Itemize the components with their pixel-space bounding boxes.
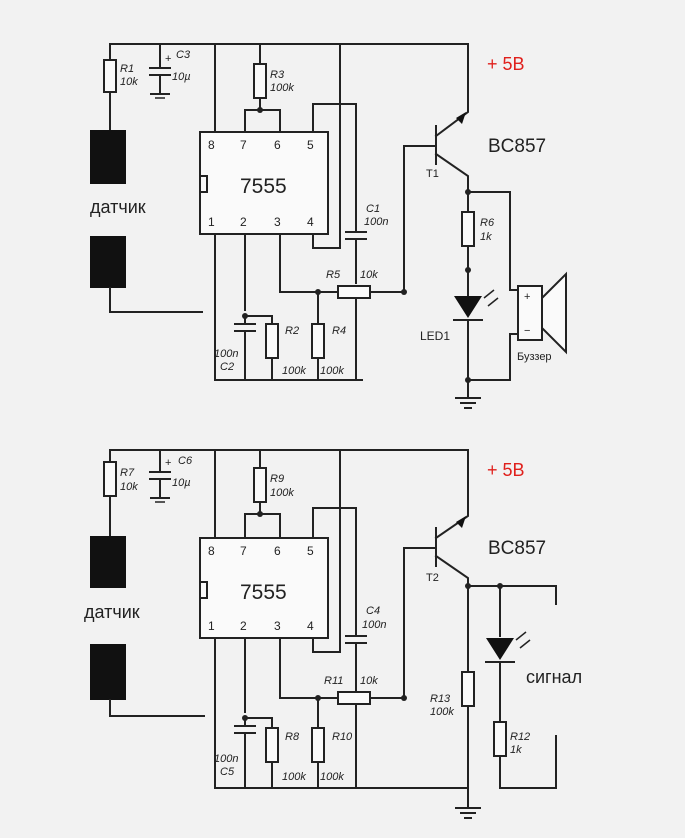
bottom-r8	[265, 727, 279, 763]
svg-text:7: 7	[240, 138, 247, 152]
top-transistor-ref: T1	[426, 168, 439, 180]
top-r1-val: 10k	[120, 76, 138, 88]
top-c3-plus: +	[165, 53, 171, 65]
svg-text:4: 4	[307, 619, 314, 633]
bottom-sensor-plate-2	[90, 644, 126, 700]
top-r4-val: 100k	[320, 365, 344, 377]
top-buzzer-label: Буззер	[517, 351, 552, 363]
bottom-r8-ref: R8	[285, 731, 300, 743]
top-chip-7555	[199, 131, 329, 235]
svg-text:1: 1	[208, 215, 215, 229]
bottom-c5-val: 100n	[214, 753, 238, 765]
bottom-r11-ref: R11	[324, 675, 343, 687]
top-buzzer-minus: −	[524, 325, 530, 337]
bottom-r7-val: 10k	[120, 481, 138, 493]
bottom-c6-ref: C6	[178, 455, 193, 467]
top-sensor-plate-1	[90, 130, 126, 184]
bottom-led	[486, 638, 514, 660]
bottom-r9-ref: R9	[270, 473, 284, 485]
top-r6	[461, 211, 475, 247]
bottom-chip-7555	[199, 537, 329, 639]
svg-text:1: 1	[208, 619, 215, 633]
top-r4-ref: R4	[332, 325, 346, 337]
top-r1-ref: R1	[120, 63, 134, 75]
top-r3-ref: R3	[270, 69, 285, 81]
top-buzzer-plus: +	[524, 291, 530, 303]
svg-text:7: 7	[240, 544, 247, 558]
top-r2	[265, 323, 279, 359]
svg-text:5: 5	[307, 138, 314, 152]
svg-text:6: 6	[274, 138, 281, 152]
top-sensor-plate-2	[90, 236, 126, 288]
bottom-c4-ref: C4	[366, 605, 380, 617]
svg-text:2: 2	[240, 619, 247, 633]
bottom-r7	[103, 461, 117, 497]
top-c3-val: 10µ	[172, 71, 191, 83]
top-c3-ref: C3	[176, 49, 191, 61]
bottom-c5-ref: C5	[220, 766, 235, 778]
bottom-supply-label: + 5В	[487, 460, 525, 480]
bottom-transistor-ref: T2	[426, 572, 439, 584]
top-c2-ref: C2	[220, 361, 234, 373]
bottom-r13	[461, 671, 475, 707]
bottom-r11-val: 10k	[360, 675, 378, 687]
bottom-sensor-label: датчик	[84, 602, 140, 622]
bottom-transistor-label: BC857	[488, 538, 546, 559]
top-r3-val: 100k	[270, 82, 294, 94]
top-sensor-label: датчик	[90, 197, 146, 217]
top-chip-label: 7555	[240, 175, 287, 198]
top-r6-ref: R6	[480, 217, 495, 229]
top-sensor-wire	[109, 287, 203, 313]
top-r6-val: 1k	[480, 231, 492, 243]
top-r2-val: 100k	[282, 365, 306, 377]
top-c1-val: 100n	[364, 216, 388, 228]
svg-text:3: 3	[274, 619, 281, 633]
top-transistor-label: BC857	[488, 136, 546, 157]
svg-text:6: 6	[274, 544, 281, 558]
svg-text:2: 2	[240, 215, 247, 229]
svg-text:8: 8	[208, 544, 215, 558]
circuit-top: + 5В R1 10k + C3 10µ датчик R3 100k	[90, 43, 567, 409]
bottom-sensor-wire	[109, 699, 205, 717]
top-led1	[454, 296, 482, 318]
svg-text:5: 5	[307, 544, 314, 558]
bottom-r9-val: 100k	[270, 487, 294, 499]
bottom-r11	[337, 691, 371, 705]
top-c1-ref: C1	[366, 203, 380, 215]
bottom-r12-ref: R12	[510, 731, 530, 743]
bottom-r8-val: 100k	[282, 771, 306, 783]
svg-text:8: 8	[208, 138, 215, 152]
top-supply-label: + 5В	[487, 54, 525, 74]
circuit-bottom: + 5В R7 10k + C6 10µ датчик R9 100k	[84, 449, 582, 819]
top-c2-val: 100n	[214, 348, 238, 360]
top-r2-ref: R2	[285, 325, 299, 337]
top-r3	[253, 63, 267, 99]
bottom-r10-ref: R10	[332, 731, 353, 743]
bottom-r10	[311, 727, 325, 763]
bottom-r12-val: 1k	[510, 744, 522, 756]
top-r5	[337, 285, 371, 299]
top-led-label: LED1	[420, 329, 450, 343]
bottom-c6-val: 10µ	[172, 477, 191, 489]
top-r5-val: 10k	[360, 269, 378, 281]
bottom-r9	[253, 467, 267, 503]
top-r5-ref: R5	[326, 269, 341, 281]
svg-text:3: 3	[274, 215, 281, 229]
bottom-chip-label: 7555	[240, 581, 287, 604]
bottom-r7-ref: R7	[120, 467, 135, 479]
bottom-c4-val: 100n	[362, 619, 386, 631]
bottom-r10-val: 100k	[320, 771, 344, 783]
bottom-c6-plus: +	[165, 457, 171, 469]
svg-text:4: 4	[307, 215, 314, 229]
bottom-r13-val: 100k	[430, 706, 454, 718]
top-r1	[103, 59, 117, 93]
top-r4	[311, 323, 325, 359]
bottom-r12	[493, 721, 507, 757]
bottom-sensor-plate-1	[90, 536, 126, 588]
bottom-r13-ref: R13	[430, 693, 451, 705]
bottom-signal-label: сигнал	[526, 667, 582, 687]
